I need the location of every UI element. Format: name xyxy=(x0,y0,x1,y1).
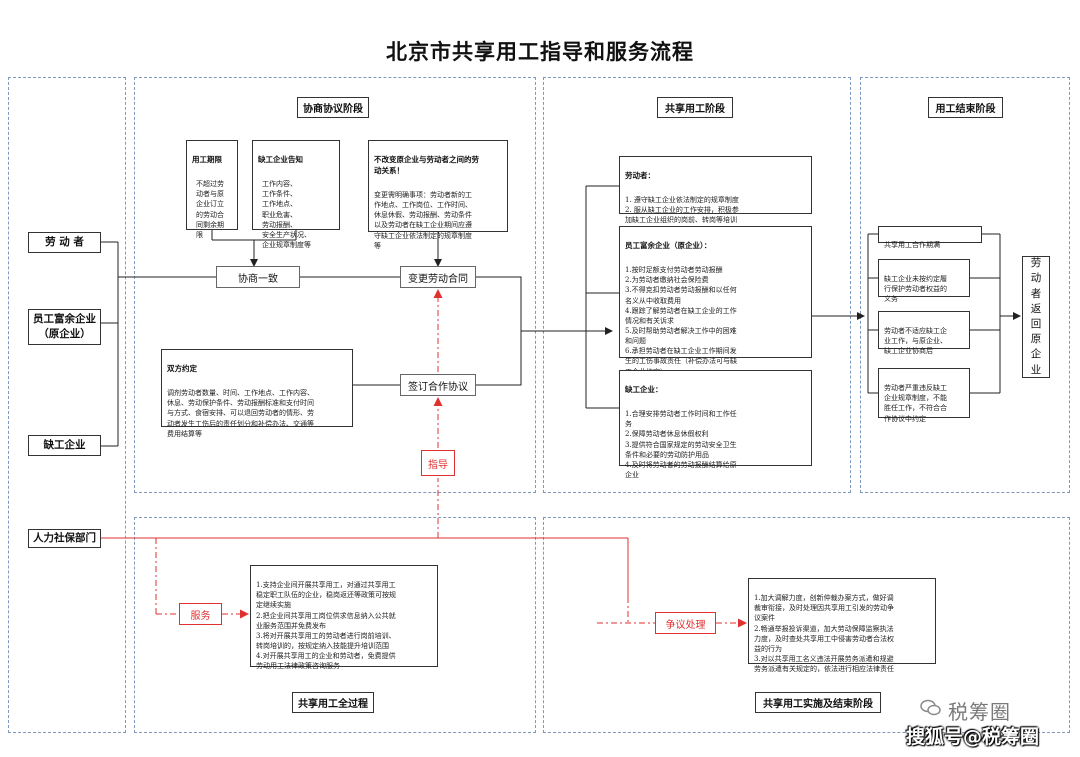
dispute-measures-text: 1.加大调解力度，创新仲裁办案方式，做好调 裁审衔接，及时处理因共享用工引发的劳… xyxy=(754,594,894,674)
mutual-agreement-body: 调剂劳动者数量、时间、工作地点、工作内容、 休息、劳动保护条件、劳动报酬标准和支… xyxy=(167,389,314,438)
inform-heading: 缺工企业告知 xyxy=(258,155,303,165)
stage-implementation-header: 共享用工实施及结束阶段 xyxy=(755,692,881,713)
stage-negotiation-header: 协商协议阶段 xyxy=(297,97,369,118)
stage-process-header: 共享用工全过程 xyxy=(292,692,374,713)
implementation-frame xyxy=(543,517,1070,733)
stage-sharing-header: 共享用工阶段 xyxy=(657,97,733,118)
end-box-rights-violation: 缺工企业未按约定履 行保护劳动者权益的 义务 xyxy=(878,259,970,303)
watermark-brand: 税筹圈 xyxy=(948,700,1011,724)
surplus-duty-heading: 员工富余企业（原企业）： xyxy=(625,241,712,251)
worker-duty-heading: 劳动者： xyxy=(625,171,655,181)
surplus-duty-box: 员工富余企业（原企业）： 1.按时足额支付劳动者劳动报酬 2.为劳动者缴纳社会保… xyxy=(619,226,812,376)
stage-ending-header: 用工结束阶段 xyxy=(928,97,1003,118)
service-measures-box: 1.支持企业间开展共享用工，对通过共享用工 稳定职工队伍的企业，稳岗返还等政策可… xyxy=(250,565,438,670)
no-change-heading: 不改变原企业与劳动者之间的劳 动关系！ xyxy=(374,155,479,176)
worker-duty-body: 1. 遵守缺工企业依法制定的规章制度 2. 服从缺工企业的工作安排，积极参 加缺… xyxy=(625,196,739,225)
end-box-not-adapted: 劳动者不适应缺工企 业工作，与原企业、 缺工企业协商后 xyxy=(878,311,970,355)
entity-shortage-enterprise: 缺工企业 xyxy=(28,435,101,456)
node-change-contract: 变更劳动合同 xyxy=(400,266,476,288)
period-heading: 用工期限 xyxy=(192,155,222,165)
end-box-term-expired: 共享用工合作期满 xyxy=(878,226,982,249)
mutual-agreement-heading: 双方约定 xyxy=(167,364,197,374)
no-change-box: 不改变原企业与劳动者之间的劳 动关系！ 变更需明确事项：劳动者新的工 作地点、工… xyxy=(368,140,508,250)
service-measures-text: 1.支持企业间开展共享用工，对通过共享用工 稳定职工队伍的企业，稳岗返还等政策可… xyxy=(256,581,396,671)
label-guide: 指导 xyxy=(421,450,455,476)
inform-box: 缺工企业告知 工作内容、 工作条件、 工作地点、 职业危害、 劳动报酬、 安全生… xyxy=(252,140,340,249)
no-change-body: 变更需明确事项：劳动者新的工 作地点、工作岗位、工作时间、 休息休假、劳动报酬、… xyxy=(374,191,472,250)
end-box-rights-violation-text: 缺工企业未按约定履 行保护劳动者权益的 义务 xyxy=(884,275,947,304)
return-to-original-box: 劳 动 者 返 回 原 企 业 xyxy=(1022,256,1050,378)
surplus-duty-body: 1.按时足额支付劳动者劳动报酬 2.为劳动者缴纳社会保险费 3.不得克扣劳动者劳… xyxy=(625,266,737,375)
process-frame xyxy=(134,517,536,733)
page-title: 北京市共享用工指导和服务流程 xyxy=(386,39,694,64)
worker-duty-box: 劳动者： 1. 遵守缺工企业依法制定的规章制度 2. 服从缺工企业的工作安排，积… xyxy=(619,156,812,224)
inform-body: 工作内容、 工作条件、 工作地点、 职业危害、 劳动报酬、 安全生产状况、 企业… xyxy=(262,180,311,249)
end-box-serious-violation: 劳动者严重违反缺工 企业规章制度，不能 胜任工作，不符合合 作协议中约定 xyxy=(878,368,970,423)
node-sign-agreement: 签订合作协议 xyxy=(400,374,476,396)
node-agree: 协商一致 xyxy=(216,266,300,288)
shortage-duty-box: 缺工企业： 1.合理安排劳动者工作时间和工作任 务 2.保障劳动者休息休假权利 … xyxy=(619,370,812,479)
watermark-source: 搜狐号@税筹圈 xyxy=(906,726,1040,748)
ending-frame xyxy=(860,77,1070,493)
mutual-agreement-box: 双方约定 调剂劳动者数量、时间、工作地点、工作内容、 休息、劳动保护条件、劳动报… xyxy=(161,349,353,438)
label-dispute: 争议处理 xyxy=(655,612,716,634)
period-body: 不超过劳 动者与原 企业订立 的劳动合 同剩余期 限 xyxy=(196,180,224,239)
entity-worker: 劳 动 者 xyxy=(28,232,101,253)
period-box: 用工期限 不超过劳 动者与原 企业订立 的劳动合 同剩余期 限 xyxy=(186,140,238,239)
entities-frame xyxy=(8,77,126,733)
dispute-measures-box: 1.加大调解力度，创新仲裁办案方式，做好调 裁审衔接，及时处理因共享用工引发的劳… xyxy=(748,578,936,673)
wechat-icon xyxy=(920,699,941,716)
shortage-duty-heading: 缺工企业： xyxy=(625,385,663,395)
sharing-frame xyxy=(543,77,851,493)
end-box-not-adapted-text: 劳动者不适应缺工企 业工作，与原企业、 缺工企业协商后 xyxy=(884,327,947,356)
shortage-duty-body: 1.合理安排劳动者工作时间和工作任 务 2.保障劳动者休息休假权利 3.提供符合… xyxy=(625,410,737,479)
label-service: 服务 xyxy=(179,603,222,625)
negotiation-frame xyxy=(134,77,536,493)
end-box-serious-violation-text: 劳动者严重违反缺工 企业规章制度，不能 胜任工作，不符合合 作协议中约定 xyxy=(884,384,947,423)
end-box-term-expired-text: 共享用工合作期满 xyxy=(884,241,940,250)
entity-hr-department: 人力社保部门 xyxy=(28,529,101,548)
entity-surplus-enterprise: 员工富余企业 （原企业） xyxy=(28,309,101,345)
return-to-original-text: 劳 动 者 返 回 原 企 业 xyxy=(1030,257,1042,376)
